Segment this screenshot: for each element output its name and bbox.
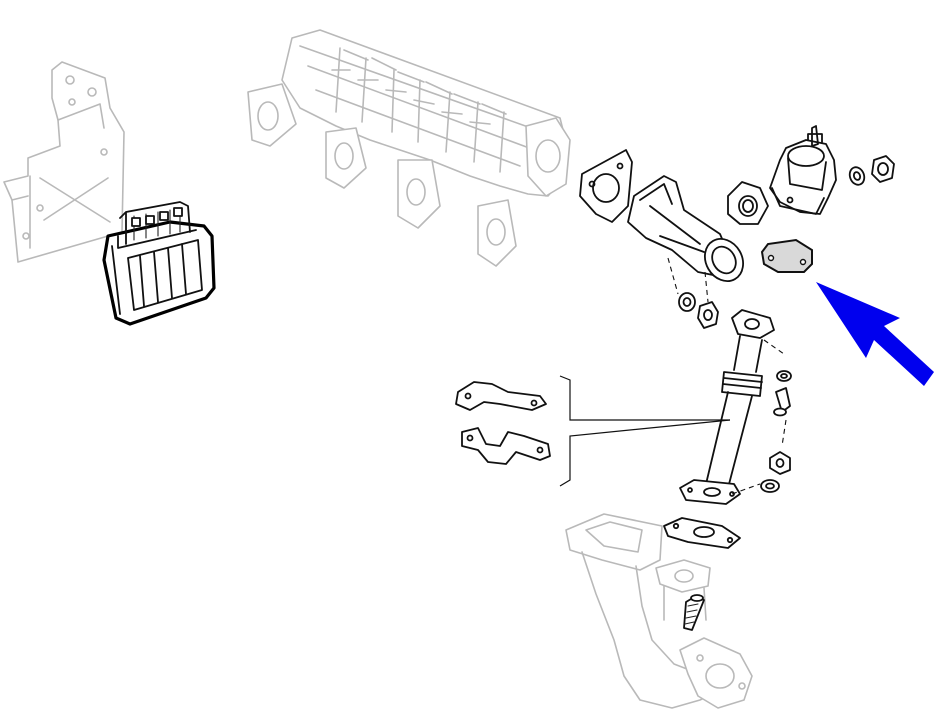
egr-valve-gasket	[760, 238, 813, 273]
stud	[683, 594, 705, 631]
egr-tube	[679, 309, 775, 505]
tube-clamps	[455, 375, 731, 487]
manifold-flange-gasket	[579, 149, 633, 223]
washer	[776, 370, 792, 382]
arrow-icon	[816, 282, 934, 386]
elbow-pipe	[627, 175, 744, 282]
egr-flange-gasket	[727, 181, 769, 225]
tube-gasket	[663, 517, 741, 549]
nut	[871, 155, 895, 183]
nut	[769, 451, 791, 475]
nut	[697, 301, 719, 329]
egr-valve	[769, 125, 837, 215]
stud	[773, 387, 791, 417]
intake-manifold	[247, 29, 571, 267]
washer	[760, 479, 780, 493]
washer	[678, 292, 696, 312]
control-module	[102, 201, 216, 326]
bracket	[3, 61, 125, 263]
washer	[848, 166, 866, 186]
exhaust-downpipe	[565, 513, 753, 709]
